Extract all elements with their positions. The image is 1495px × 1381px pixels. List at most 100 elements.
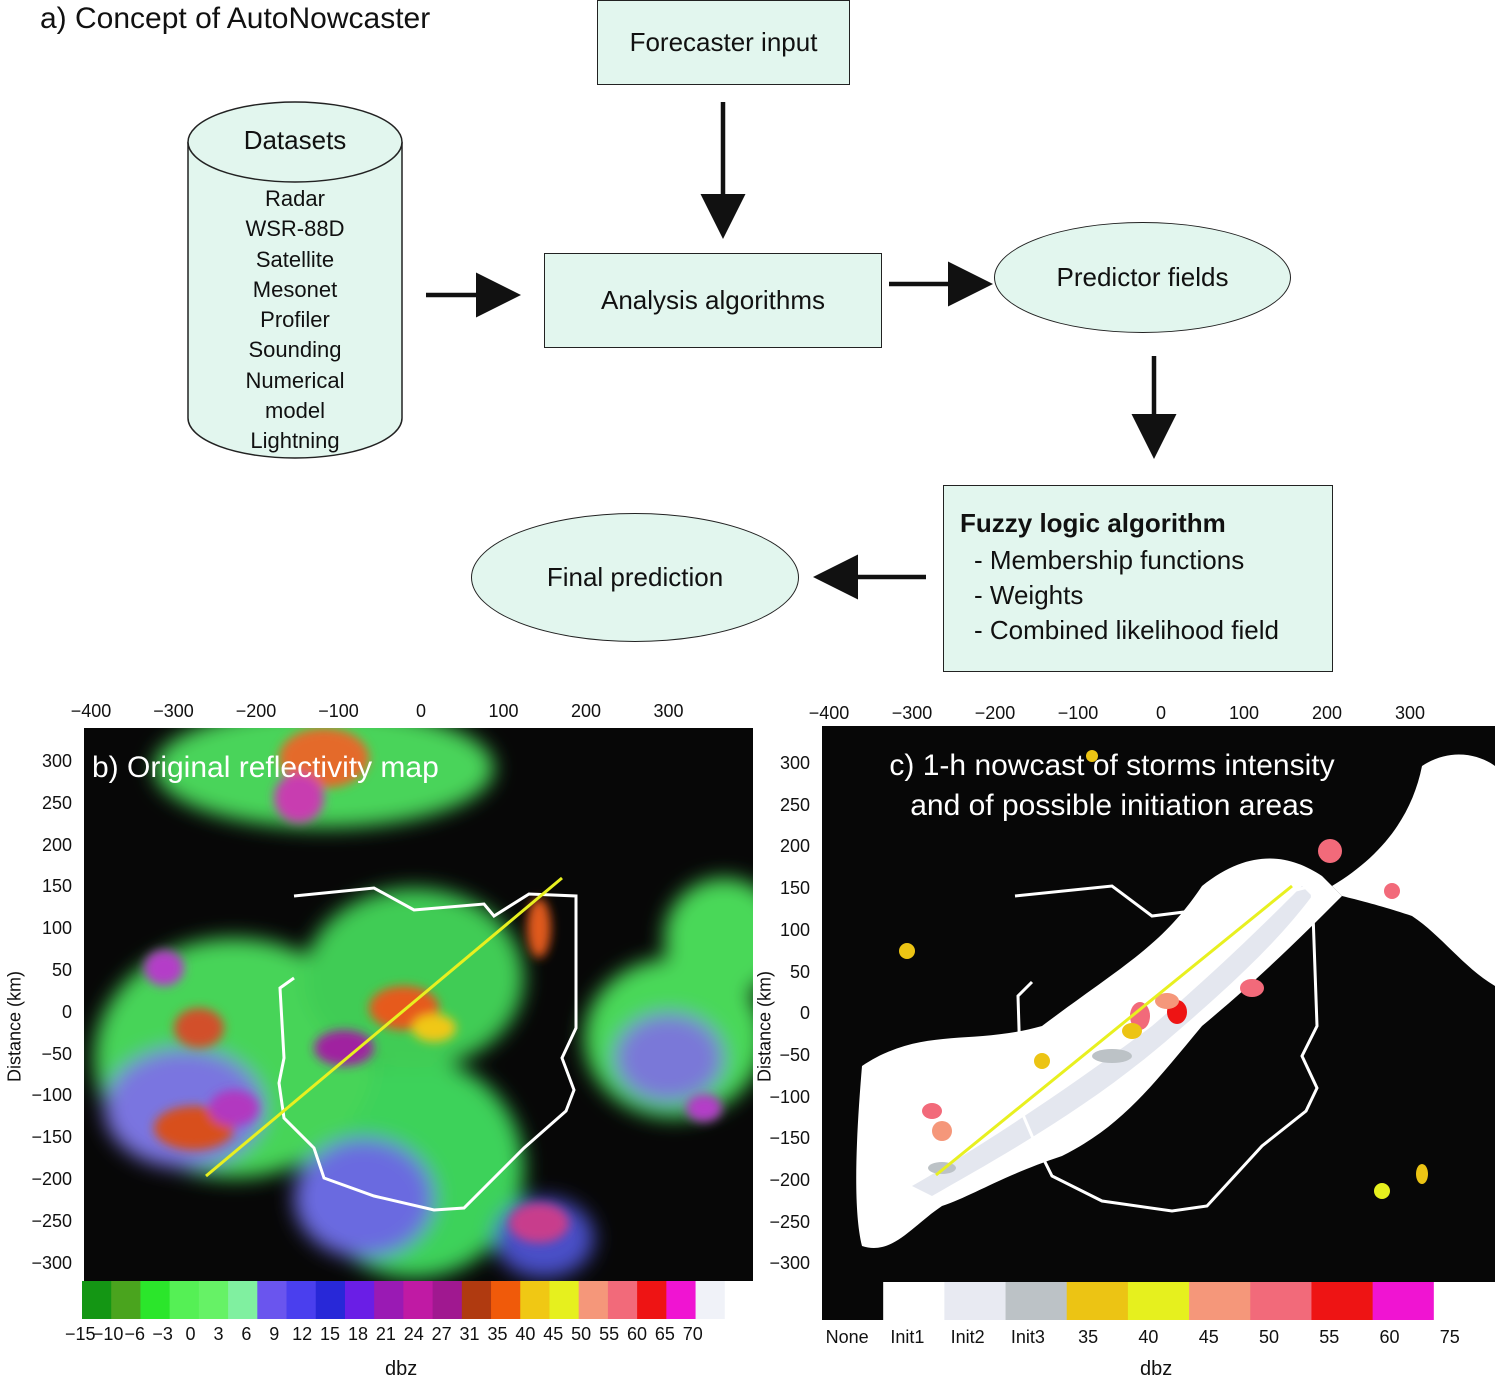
panel-b-colorbar-cell xyxy=(520,1281,550,1319)
panel-c-colorbar-cell xyxy=(1250,1282,1312,1320)
panel-b-colorbar-cell xyxy=(140,1281,171,1319)
panel-c-y-tick: 150 xyxy=(779,878,810,899)
panel-c-x-tick: −300 xyxy=(891,703,933,723)
panel-c-colorbar xyxy=(822,1282,1495,1320)
panel-a-title: a) Concept of AutoNowcaster xyxy=(40,2,431,35)
datasets-cylinder xyxy=(187,101,403,459)
panel-c-y-tick: −100 xyxy=(769,1086,810,1107)
panel-c-y-tick: −250 xyxy=(769,1211,810,1232)
panel-b-y-label: Distance (km) xyxy=(4,971,25,1083)
panel-b-x-tick: 0 xyxy=(415,701,426,721)
panel-c-x-tick: 200 xyxy=(1311,703,1343,723)
panel-b-colorbar-cell xyxy=(374,1281,404,1319)
panel-b-colorbar-label: 21 xyxy=(375,1324,396,1344)
panel-b-colorbar-cell xyxy=(315,1281,346,1319)
forecaster-input-box: Forecaster input xyxy=(597,0,850,85)
forecaster-input-label: Forecaster input xyxy=(629,27,818,57)
panel-c-title-line2: and of possible initiation areas xyxy=(910,789,1314,822)
datasets-item: Satellite xyxy=(255,246,335,272)
panel-b-x-tick: −400 xyxy=(70,701,112,721)
panel-b-colorbar-cell xyxy=(607,1281,638,1319)
panel-c-y-tick: 100 xyxy=(779,919,810,940)
panel-b-y-tick: −300 xyxy=(31,1252,72,1273)
datasets-item: model xyxy=(265,398,325,424)
panel-c-y-tick: −50 xyxy=(779,1044,810,1065)
panel-c-x-tick: −200 xyxy=(974,703,1016,723)
panel-b-colorbar-cell xyxy=(491,1281,521,1319)
datasets-item: Sounding xyxy=(248,337,342,363)
panel-c-y-tick: 0 xyxy=(799,1003,810,1024)
fuzzy-item: - Weights xyxy=(974,580,1084,610)
panel-b-colorbar-label: −3 xyxy=(152,1324,173,1344)
panel-b-colorbar-label: 50 xyxy=(571,1324,592,1344)
panel-c-colorbar-unit: dbz xyxy=(1140,1358,1173,1380)
panel-c-y-tick: 300 xyxy=(779,753,810,773)
panel-b-colorbar-label: 45 xyxy=(543,1324,564,1344)
panel-b-colorbar-label: 24 xyxy=(403,1324,424,1344)
panel-b-title: b) Original reflectivity map xyxy=(92,751,439,784)
panel-c-y-tick: −200 xyxy=(769,1170,810,1190)
panel-b-x-tick: −300 xyxy=(153,701,194,721)
panel-c-colorbar-cell xyxy=(883,1282,945,1320)
panel-b-colorbar-cell xyxy=(111,1281,141,1319)
panel-b-colorbar-label: 6 xyxy=(241,1324,252,1344)
panel-b-colorbar-label: 12 xyxy=(292,1324,313,1344)
panel-b-colorbar-cell xyxy=(724,1281,754,1319)
panel-c-colorbar-cell xyxy=(1311,1282,1374,1320)
panel-b-colorbar-cell xyxy=(695,1281,726,1319)
panel-c-colorbar-cell xyxy=(1066,1282,1129,1320)
panel-c-nowcast-map: c) 1-h nowcast of storms intensity and o… xyxy=(822,726,1495,1286)
panel-b-colorbar-label: 31 xyxy=(459,1324,480,1344)
panel-c-colorbar-cell xyxy=(1372,1282,1435,1320)
panel-b-colorbar-label: 3 xyxy=(213,1324,224,1344)
panel-b-y-tick: −250 xyxy=(31,1210,72,1231)
panel-b-colorbar-cell xyxy=(198,1281,229,1319)
panel-b-colorbar-label: −6 xyxy=(124,1324,145,1344)
panel-b-y-tick: 250 xyxy=(41,792,72,813)
panel-c-y-tick: 50 xyxy=(789,961,810,982)
final-prediction-label: Final prediction xyxy=(546,562,724,592)
analysis-algorithms-label: Analysis algorithms xyxy=(601,285,825,315)
panel-c-y-tick: 200 xyxy=(779,836,810,857)
fuzzy-item: - Membership functions xyxy=(974,545,1245,575)
predictor-fields-label: Predictor fields xyxy=(1056,262,1229,292)
panel-b-colorbar-cell xyxy=(403,1281,434,1319)
panel-c-x-tick: 300 xyxy=(1394,703,1426,723)
panel-b-y-tick: 100 xyxy=(41,918,72,939)
panel-c-y-tick: −300 xyxy=(769,1253,810,1274)
panel-c-colorbar-cell xyxy=(822,1282,884,1320)
final-prediction-ellipse: Final prediction xyxy=(471,513,799,642)
datasets-item: Mesonet xyxy=(252,276,338,302)
panel-c-colorbar-label: Init1 xyxy=(890,1327,925,1347)
datasets-item: Profiler xyxy=(260,307,330,333)
panel-b-x-tick: 300 xyxy=(653,701,684,721)
panel-b-colorbar-label: 15 xyxy=(320,1324,341,1344)
panel-b-colorbar-cell xyxy=(549,1281,580,1319)
panel-c-colorbar-label: 75 xyxy=(1439,1327,1460,1347)
panel-b-y-tick: −50 xyxy=(41,1043,72,1064)
panel-b-colorbar-unit: dbz xyxy=(385,1358,418,1380)
panel-b-x-tick: 100 xyxy=(488,701,519,721)
panel-b-colorbar-label: −10 xyxy=(92,1324,124,1344)
fuzzy-item: - Combined likelihood field xyxy=(974,615,1279,645)
panel-b-colorbar-cell xyxy=(257,1281,288,1319)
panel-b-colorbar-cell xyxy=(432,1281,463,1319)
panel-b-colorbar-cell xyxy=(666,1281,697,1319)
panel-c-colorbar-label: Init2 xyxy=(950,1327,985,1347)
panel-b-colorbar-cell xyxy=(286,1281,317,1319)
panel-b-y-tick: −150 xyxy=(31,1127,72,1148)
panel-b-colorbar-cell xyxy=(578,1281,609,1319)
panel-c-colorbar-label: 50 xyxy=(1258,1327,1279,1347)
panel-c-title-line1: c) 1-h nowcast of storms intensity xyxy=(889,749,1335,782)
panel-c-title: c) 1-h nowcast of storms intensity and o… xyxy=(842,746,1382,826)
panel-b-colorbar-label: 65 xyxy=(654,1324,675,1344)
datasets-item: WSR-88D xyxy=(245,216,345,242)
nowcast-image xyxy=(856,750,1495,1248)
panel-b-x-tick: 200 xyxy=(570,701,602,721)
panel-c-colorbar-label: 45 xyxy=(1198,1327,1219,1347)
panel-b-y-tick: 200 xyxy=(41,834,72,855)
flow-arrows xyxy=(426,102,1177,600)
panel-c-y-tick: −150 xyxy=(769,1128,810,1149)
panel-b-colorbar-cell xyxy=(344,1281,375,1319)
panel-b-colorbar-cell xyxy=(637,1281,667,1319)
